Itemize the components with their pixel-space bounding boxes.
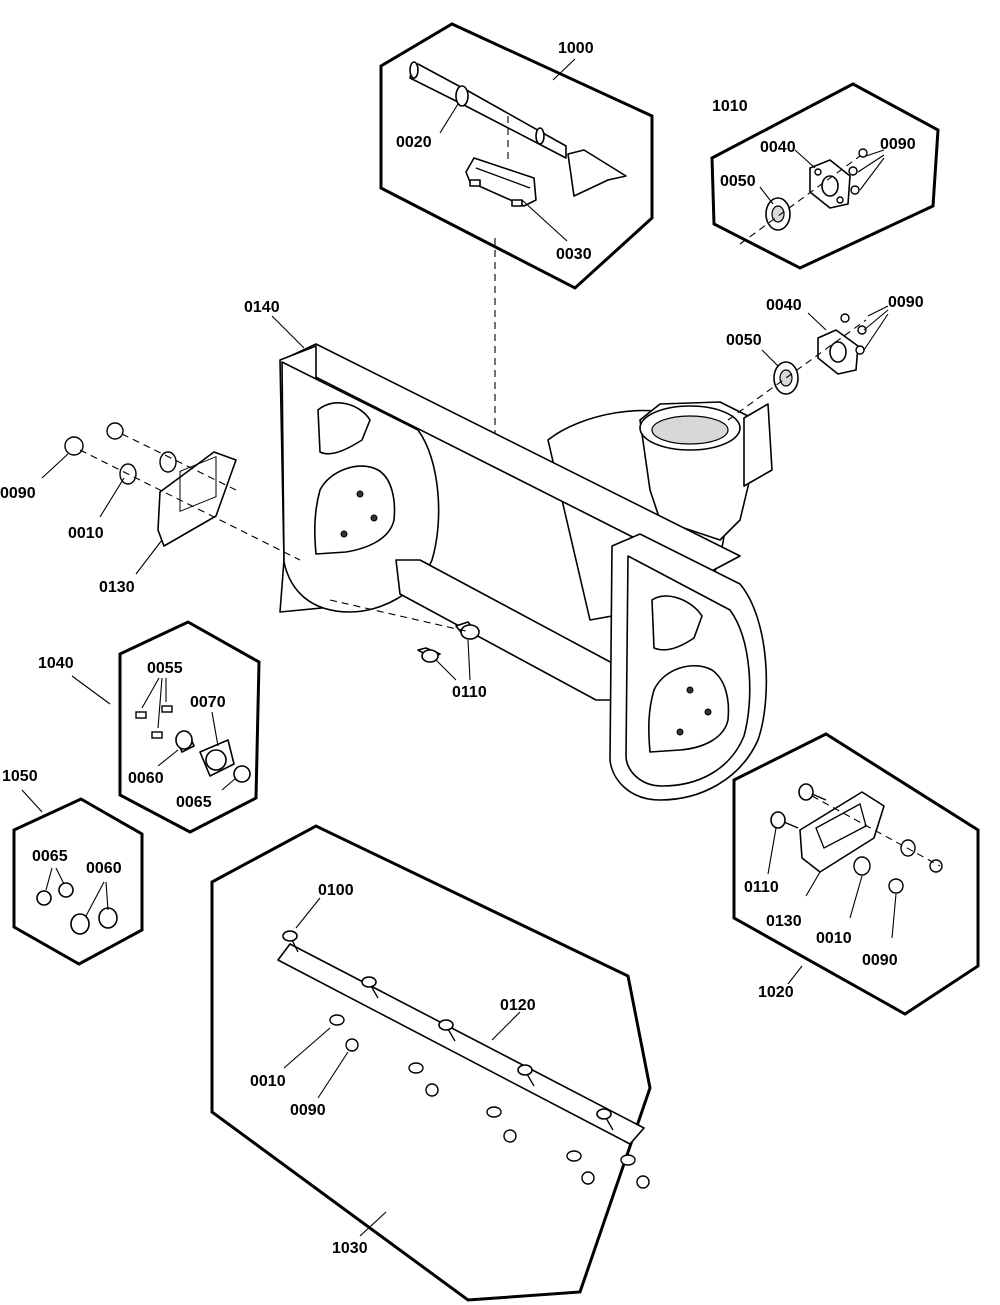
kit-1010-outline (710, 82, 940, 270)
label-1050-0060: 0060 (86, 860, 122, 877)
kit-1050-outline (12, 797, 144, 966)
label-0100: 0100 (318, 882, 354, 899)
kit-1010-group: 1010 0040 0090 0050 (710, 82, 940, 270)
label-1030-0090: 0090 (290, 1102, 326, 1119)
label-1040-0065: 0065 (176, 794, 212, 811)
kit-1040-outline (118, 620, 261, 834)
label-0030: 0030 (556, 246, 592, 263)
part-0040-flange (809, 159, 851, 209)
kit-1040-group: 1040 0055 0070 0060 0065 (38, 620, 261, 834)
part-0050-bearing (765, 197, 791, 231)
label-1020-0110: 0110 (744, 879, 779, 896)
kit-1030-outline (210, 824, 652, 1302)
label-1010: 1010 (712, 98, 748, 115)
part-0110-bolts (770, 783, 827, 829)
label-1020: 1020 (758, 984, 794, 1001)
part-0090-nuts (345, 1038, 650, 1189)
part-0060-bushing (175, 730, 195, 753)
part-0120-scraper-bar (277, 943, 645, 1145)
label-left-0010: 0010 (68, 525, 104, 542)
label-right-0090: 0090 (888, 294, 924, 311)
part-0065-bushing (233, 765, 251, 783)
part-0090-nut (888, 878, 904, 894)
label-0050: 0050 (720, 173, 756, 190)
label-1000: 1000 (558, 40, 594, 57)
part-0130-skid-shoe (799, 791, 885, 873)
label-1020-0130: 0130 (766, 913, 802, 930)
kit-1000-group: 1000 0020 0030 (379, 22, 654, 290)
part-0090-nut (858, 148, 868, 158)
part-0030-slide (465, 157, 537, 207)
label-1050: 1050 (2, 768, 38, 785)
part-0010-washers (329, 1014, 636, 1166)
label-1030: 1030 (332, 1240, 368, 1257)
label-1050-0065: 0065 (32, 848, 68, 865)
part-0110-bolts (417, 621, 480, 663)
part-0055-screws (135, 705, 173, 739)
label-0090: 0090 (880, 136, 916, 153)
part-0090-nut (64, 436, 84, 456)
kit-1050-group: 1050 0065 0060 (2, 768, 144, 966)
part-0140-housing: 0140 (244, 238, 773, 801)
label-right-0050: 0050 (726, 332, 762, 349)
part-0060-bushings (70, 907, 118, 935)
label-0140: 0140 (244, 299, 280, 316)
kit-1020-group: 0110 0130 0010 0090 1020 (732, 732, 980, 1016)
label-0120: 0120 (500, 997, 536, 1014)
label-1040: 1040 (38, 655, 74, 672)
part-0070-bearing (199, 739, 235, 777)
label-0040: 0040 (760, 139, 796, 156)
label-1040-0060: 0060 (128, 770, 164, 787)
kit-1030-group: 0100 0120 0010 0090 1030 (210, 824, 652, 1302)
part-0065-bushings (36, 882, 74, 906)
kit-1000-outline (379, 22, 654, 290)
kit-1020-outline (732, 732, 980, 1016)
label-1020-0090: 0090 (862, 952, 898, 969)
label-left-0090: 0090 (0, 485, 36, 502)
left-skid-group: 0090 0010 0130 0110 (0, 422, 487, 701)
label-0070: 0070 (190, 694, 226, 711)
label-0110: 0110 (452, 684, 487, 701)
part-0020-shaft (409, 61, 627, 197)
label-0055: 0055 (147, 660, 183, 677)
right-bearing-group: 0040 0090 0050 (726, 294, 924, 421)
label-0020: 0020 (396, 134, 432, 151)
label-1020-0010: 0010 (816, 930, 852, 947)
label-right-0040: 0040 (766, 297, 802, 314)
label-1030-0010: 0010 (250, 1073, 286, 1090)
part-0100-bolts (282, 930, 614, 1131)
label-left-0130: 0130 (99, 579, 135, 596)
